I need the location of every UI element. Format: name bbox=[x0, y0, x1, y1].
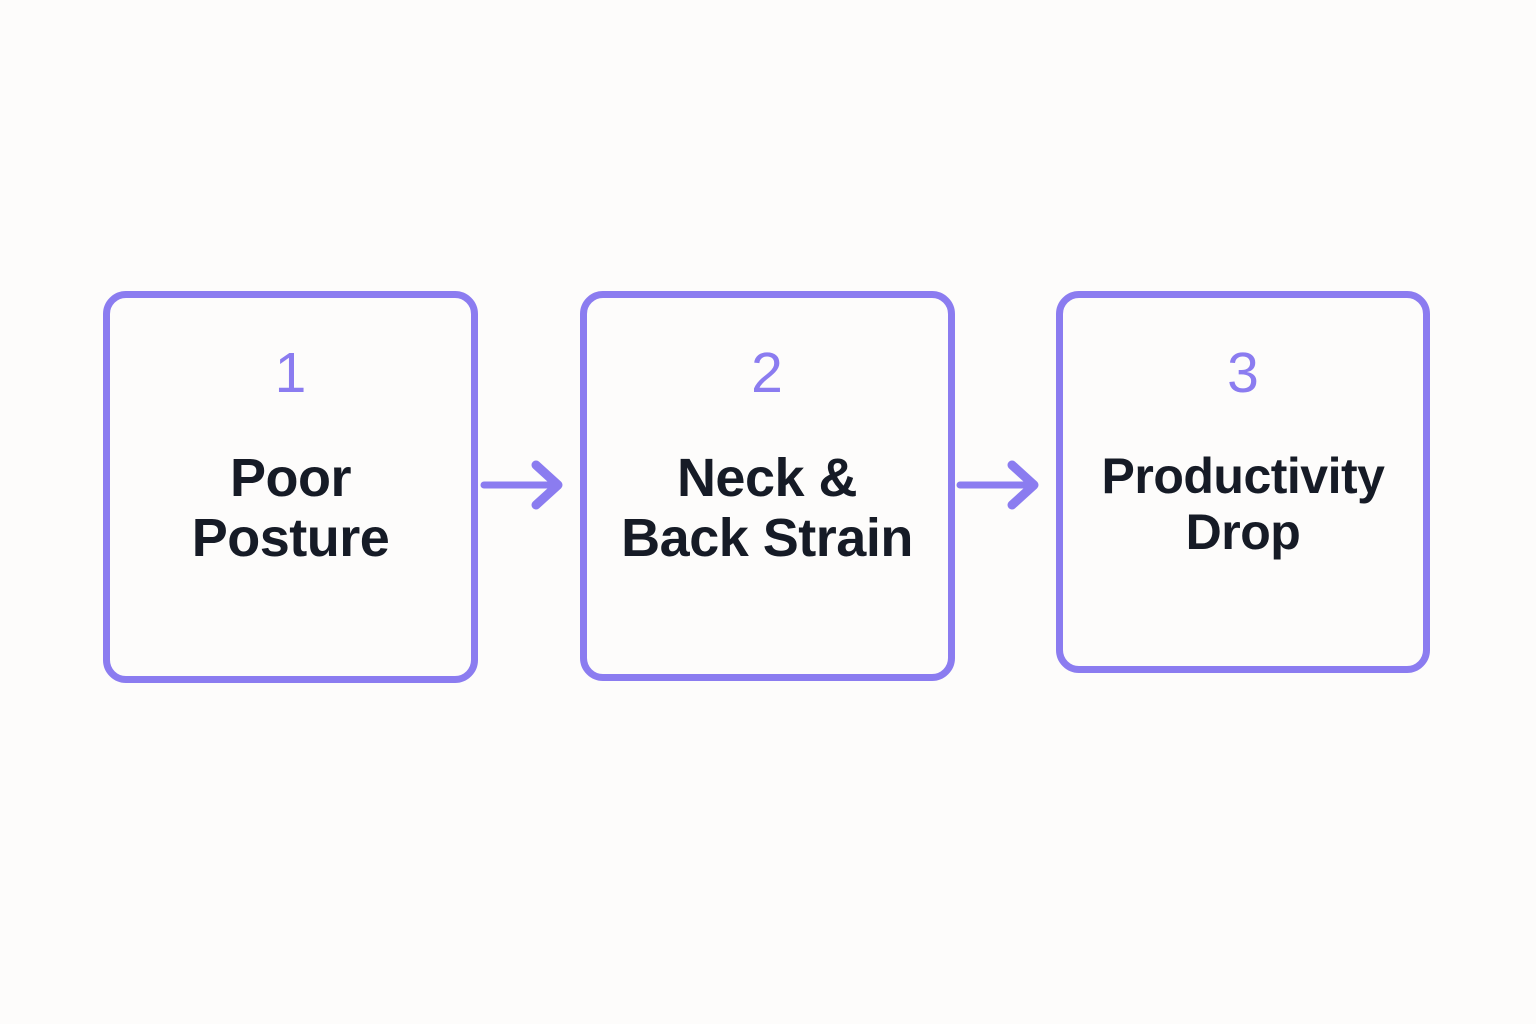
connector-1-to-2 bbox=[478, 459, 580, 511]
arrow-right-icon bbox=[956, 460, 1039, 510]
arrow-right-icon bbox=[480, 460, 563, 510]
step-label-2: Neck & Back Strain bbox=[621, 448, 913, 569]
step-label-1: Poor Posture bbox=[191, 448, 390, 569]
step-number-2: 2 bbox=[751, 341, 783, 405]
step-number-1: 1 bbox=[274, 341, 307, 405]
step-number-3: 3 bbox=[1227, 341, 1259, 405]
step-box-1[interactable]: 1 Poor Posture bbox=[103, 291, 478, 683]
process-flow: 1 Poor Posture 2 Neck & Back Strain 3 Pr… bbox=[103, 291, 1430, 683]
step-label-3: Productivity Drop bbox=[1101, 448, 1385, 560]
step-box-3[interactable]: 3 Productivity Drop bbox=[1056, 291, 1430, 673]
step-box-2[interactable]: 2 Neck & Back Strain bbox=[579, 291, 955, 681]
connector-2-to-3 bbox=[955, 459, 1057, 511]
